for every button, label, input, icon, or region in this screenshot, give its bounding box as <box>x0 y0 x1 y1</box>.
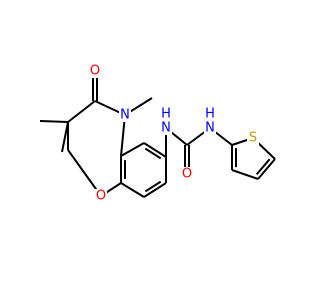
atom-label-background <box>119 108 131 122</box>
atom-label-background <box>89 64 101 78</box>
atom-label-background <box>204 121 216 135</box>
atom-label-NH-left: N <box>161 121 171 136</box>
atom-label-N-methyl: N <box>120 108 130 123</box>
bond-line-inner <box>255 158 271 176</box>
atom-label-background <box>204 107 216 121</box>
bond-line <box>67 149 102 197</box>
bond-line <box>143 142 167 158</box>
bond-line <box>231 169 259 180</box>
bond-layer <box>39 71 276 198</box>
bond-line <box>67 100 96 123</box>
bond-line <box>61 121 69 153</box>
bond-line <box>39 120 69 123</box>
bond-line <box>120 142 145 157</box>
bond-line-inner <box>144 180 162 193</box>
atom-label-background <box>95 189 107 203</box>
atom-label-H-right: H <box>205 107 215 122</box>
atom-label-background <box>160 121 172 135</box>
atom-label-background <box>181 167 193 181</box>
atom-label-O-ring: O <box>96 189 106 204</box>
bond-line-inner <box>144 147 162 160</box>
bond-line <box>120 182 145 198</box>
bond-line <box>143 182 167 198</box>
atom-label-O-carbonyl: O <box>90 64 100 79</box>
atom-label-S-thiophene: S <box>249 131 257 146</box>
atom-label-O-urea: O <box>182 167 192 182</box>
bond-line <box>257 158 276 180</box>
atom-label-H-left: H <box>161 107 171 122</box>
atom-label-background <box>160 107 172 121</box>
atom-label-background <box>247 131 259 145</box>
atom-label-NH-right: N <box>205 121 215 136</box>
